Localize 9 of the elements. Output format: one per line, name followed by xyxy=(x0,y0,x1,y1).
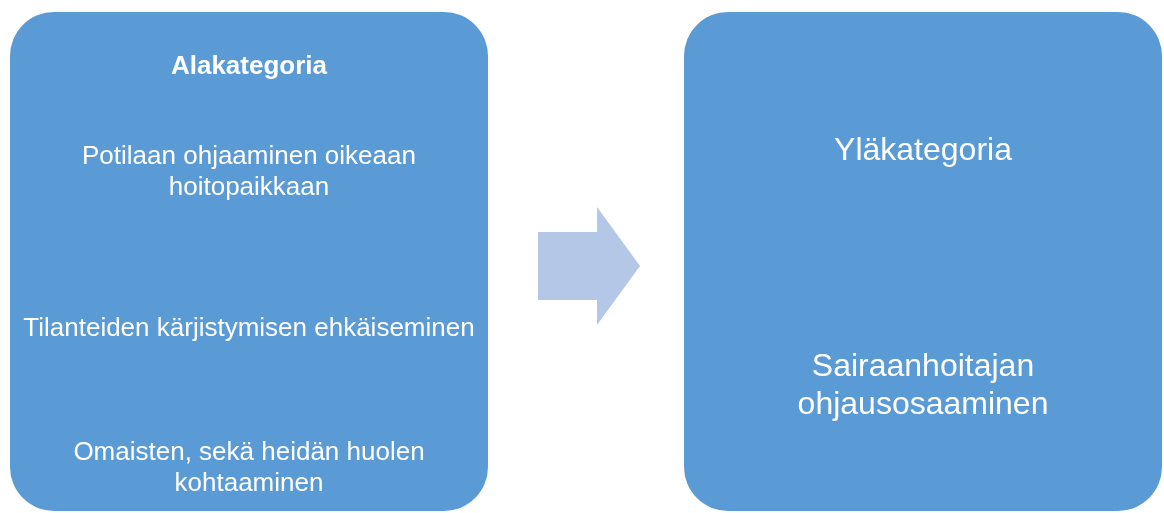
block-arrow xyxy=(538,207,640,325)
category-box xyxy=(10,12,488,511)
category-text: Potilaan ohjaaminen oikeaan hoitopaikkaan xyxy=(81,140,417,203)
category-text: Tilanteiden kärjistymisen ehkäiseminen xyxy=(22,312,476,344)
category-heading: Alakategoria xyxy=(169,50,329,82)
category-box xyxy=(684,12,1162,511)
category-heading: Yläkategoria xyxy=(833,130,1013,169)
category-text: Omaisten, sekä heidän huolen kohtaaminen xyxy=(72,436,426,499)
category-text: Sairaanhoitajan ohjausosaaminen xyxy=(796,346,1050,423)
